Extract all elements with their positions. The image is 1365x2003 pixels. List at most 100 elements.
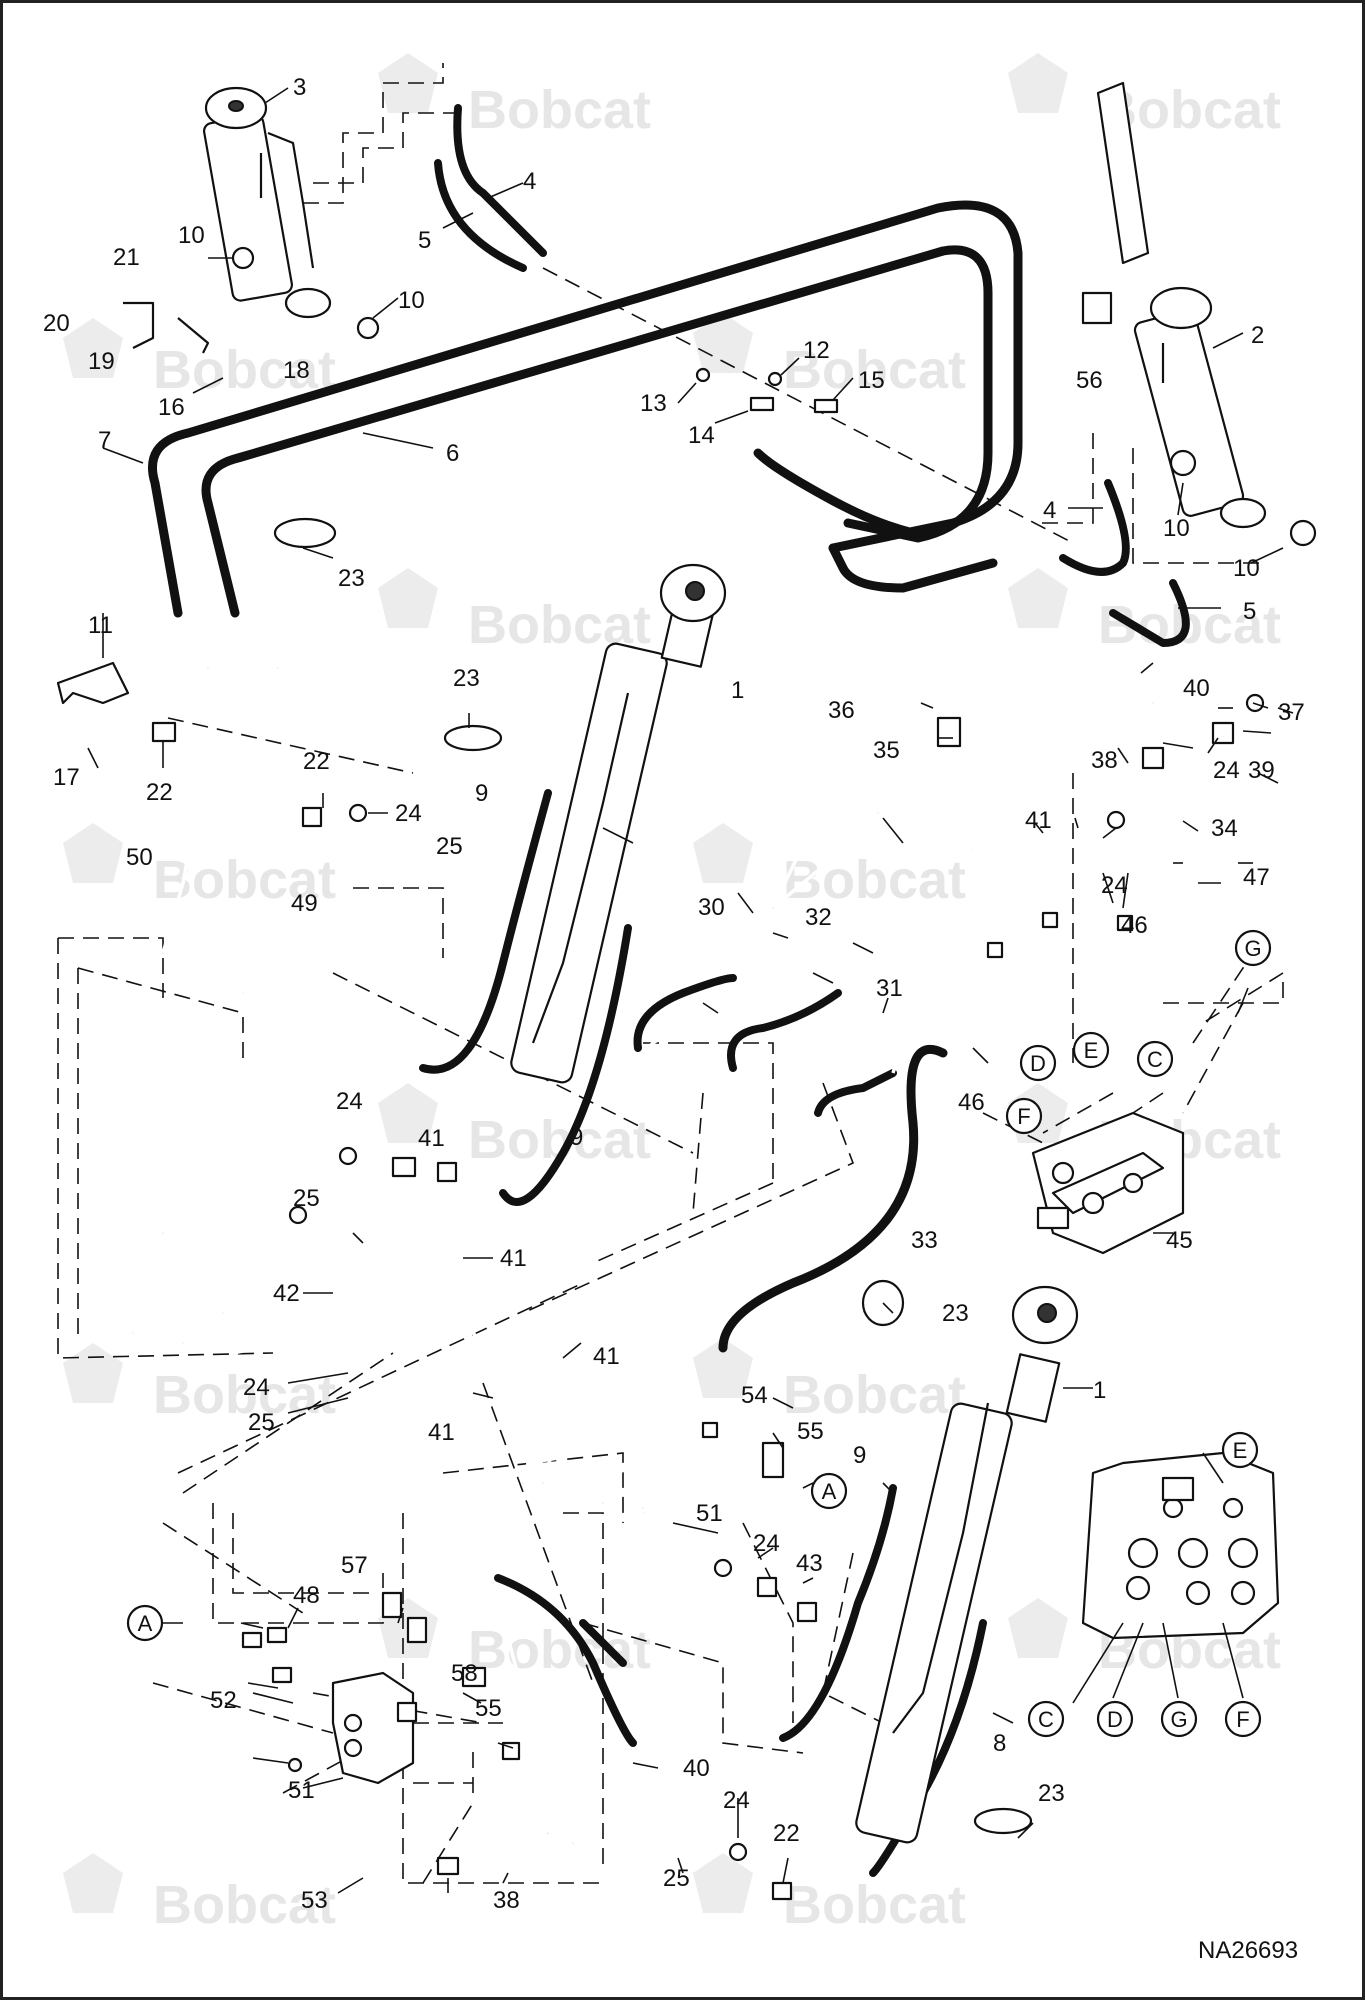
- callout-label: 5: [418, 227, 431, 254]
- callout-label: 17: [53, 764, 80, 791]
- cylinder-1-lower: [855, 1285, 1079, 1844]
- callout-label: 4: [1043, 497, 1056, 524]
- valve-detail: [1081, 1451, 1280, 1640]
- callout-label: 15: [858, 367, 885, 394]
- callout-label: 38: [1091, 747, 1118, 774]
- svg-text:A: A: [822, 1479, 837, 1504]
- svg-text:C: C: [1038, 1707, 1054, 1732]
- callout-label: 35: [873, 737, 900, 764]
- watermark: Bobcat: [693, 1853, 966, 1935]
- watermark: Bobcat: [1008, 53, 1281, 140]
- callout-label: 24: [336, 1088, 363, 1115]
- callout-label: 12: [803, 337, 830, 364]
- hose-4-right: [1059, 479, 1130, 576]
- callout-label: 42: [273, 1280, 300, 1307]
- callout-label: 33: [911, 1227, 938, 1254]
- callout-label: 37: [1278, 699, 1305, 726]
- hose-29: [718, 1044, 948, 1353]
- callout-label: 9: [570, 1124, 583, 1151]
- callout-label: 24: [723, 1787, 750, 1814]
- callout-label: 30: [698, 894, 725, 921]
- callout-label: 23: [942, 1300, 969, 1327]
- connection-marker: E: [1221, 1431, 1259, 1469]
- callout-label: 45: [1166, 1227, 1193, 1254]
- hose-8-upper: [499, 924, 632, 1206]
- connection-marker: F: [1224, 1700, 1262, 1738]
- watermark-text: Bobcat: [153, 1875, 336, 1935]
- svg-text:E: E: [1084, 1038, 1099, 1063]
- watermark-layer: Bobcat Bobcat Bobcat Bobcat Bobcat Bobca…: [63, 53, 1281, 1935]
- connection-marker: E: [1072, 1031, 1110, 1069]
- callout-label: 22: [773, 1820, 800, 1847]
- callout-label: 2: [1251, 322, 1264, 349]
- watermark-text: Bobcat: [783, 340, 966, 400]
- callout-label: 53: [301, 1887, 328, 1914]
- callout-label: 10: [398, 287, 425, 314]
- callout-label: 9: [475, 780, 488, 807]
- svg-text:C: C: [1147, 1047, 1163, 1072]
- connection-marker: G: [1234, 929, 1272, 967]
- u-bolt-20: [123, 301, 210, 354]
- callout-label: 57: [341, 1552, 368, 1579]
- callout-label: 10: [1233, 555, 1260, 582]
- callout-label: 55: [797, 1418, 824, 1445]
- callout-labels: 3 4 5 10 10 21 20 19 18 16 7 6 12 15 13 …: [43, 74, 1305, 1914]
- callout-label: 47: [1243, 864, 1270, 891]
- watermark: Bobcat: [63, 318, 336, 400]
- connection-markers: G E C D F A A E: [126, 929, 1272, 1738]
- callout-label: 49: [291, 890, 318, 917]
- hose-38b: [579, 1619, 627, 1667]
- callout-label: 34: [1211, 815, 1238, 842]
- hose-9-upper: [419, 789, 552, 1074]
- callout-label: 46: [958, 1089, 985, 1116]
- callout-label: 3: [293, 74, 306, 101]
- callout-label: 50: [126, 844, 153, 871]
- callout-label: 23: [1038, 1780, 1065, 1807]
- hose-5-top: [434, 159, 527, 272]
- watermark-text: Bobcat: [783, 1365, 966, 1425]
- bracket-54: [1081, 81, 1150, 325]
- callout-label: 8: [993, 1730, 1006, 1757]
- connection-marker: D: [1096, 1700, 1134, 1738]
- hose-15-loop: [828, 543, 998, 593]
- watermark-text: Bobcat: [783, 850, 966, 910]
- callout-label: 10: [178, 222, 205, 249]
- callout-label: 21: [113, 244, 140, 271]
- small-fittings: [151, 246, 1317, 1901]
- drawing-reference-code: NA26693: [1198, 1937, 1298, 1964]
- callout-label: 24: [243, 1374, 270, 1401]
- callout-label: 6: [446, 440, 459, 467]
- watermark: Bobcat: [378, 53, 651, 140]
- callout-label: 11: [88, 612, 113, 639]
- watermark: Bobcat: [63, 1343, 336, 1425]
- svg-text:D: D: [1107, 1707, 1123, 1732]
- hose-9-lower: [779, 1484, 897, 1742]
- hose-28: [727, 989, 842, 1072]
- callout-label: 20: [43, 310, 70, 337]
- callout-label: 1: [1093, 1377, 1106, 1404]
- callout-label: 4: [523, 168, 536, 195]
- callout-label: 25: [663, 1865, 690, 1892]
- watermark-text: Bobcat: [468, 80, 651, 140]
- callout-label: 39: [1248, 757, 1275, 784]
- callout-label: 54: [741, 1382, 768, 1409]
- connection-marker: G: [1160, 1700, 1198, 1738]
- callout-label: 25: [248, 1409, 275, 1436]
- callout-label: 24: [753, 1530, 780, 1557]
- svg-text:E: E: [1233, 1438, 1248, 1463]
- leader-lines: [87, 87, 1294, 1894]
- callout-label: 23: [453, 665, 480, 692]
- watermark: Bobcat: [693, 823, 966, 910]
- svg-text:G: G: [1244, 936, 1261, 961]
- valve-49: [331, 1671, 418, 1785]
- hose-14-loop: [753, 448, 918, 538]
- watermark-text: Bobcat: [468, 1620, 651, 1680]
- svg-text:A: A: [138, 1611, 153, 1636]
- callout-label: 24: [395, 800, 422, 827]
- watermark: Bobcat: [693, 313, 966, 400]
- callout-label: 24: [1213, 757, 1240, 784]
- callout-label: 16: [158, 394, 185, 421]
- callout-label: 1: [731, 677, 744, 704]
- callout-label: 25: [293, 1185, 320, 1212]
- callout-label: 40: [683, 1755, 710, 1782]
